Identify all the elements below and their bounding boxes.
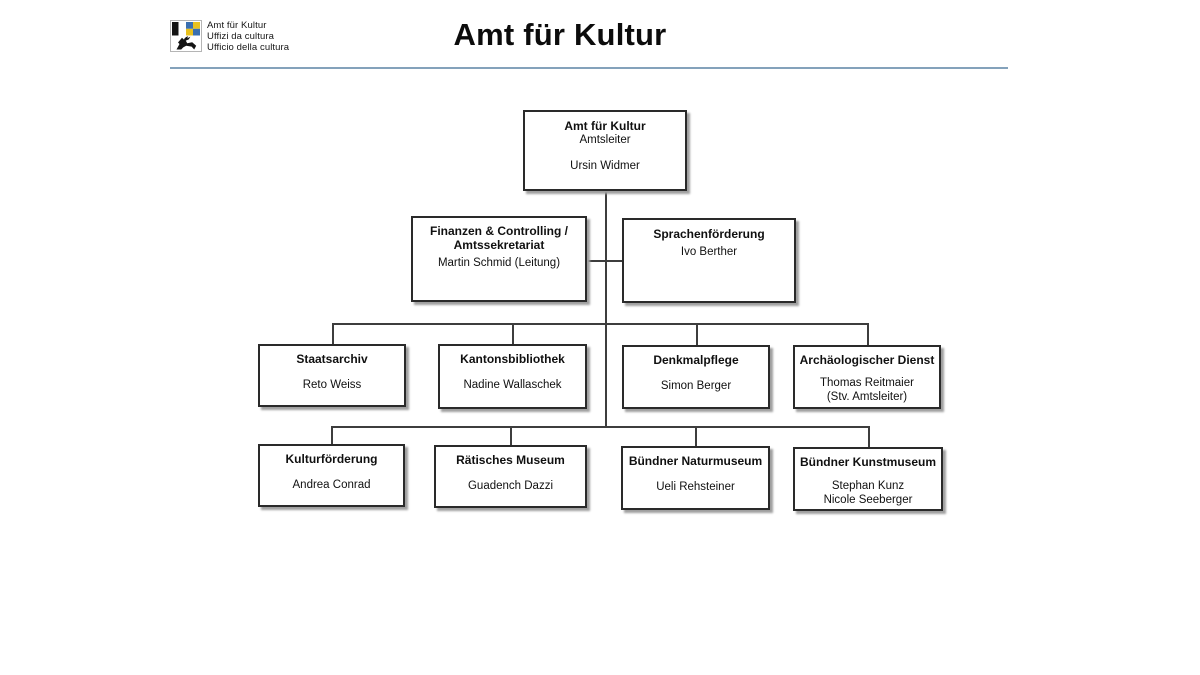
connector-line [867, 323, 869, 345]
org-node-names: Ivo Berther [680, 246, 738, 258]
connector-line [512, 323, 514, 344]
connector-line [696, 323, 698, 345]
org-node-title: Kulturförderung [285, 452, 378, 466]
connector-line [332, 323, 867, 325]
org-node-title: Denkmalpflege [653, 353, 739, 367]
org-node-subtitle: Amtsleiter [579, 134, 631, 146]
org-node-names: Andrea Conrad [292, 479, 371, 491]
org-node-names: Guadench Dazzi [467, 480, 554, 492]
connector-line [605, 191, 607, 427]
graubuenden-coat-of-arms-icon [170, 20, 202, 52]
org-node-names: Ursin Widmer [570, 160, 640, 172]
org-node-names: Thomas Reitmaier(Stv. Amtsleiter) [820, 377, 914, 403]
logo-line-de: Amt für Kultur [207, 20, 267, 31]
connector-line [332, 323, 334, 344]
logo-line-rm: Uffizi da cultura [207, 31, 274, 42]
logo-line-it: Ufficio della cultura [207, 42, 290, 53]
org-node-names: Nadine Wallaschek [463, 379, 562, 391]
org-node-names: Simon Berger [660, 380, 732, 392]
org-node-title: Sprachenförderung [653, 227, 765, 241]
logo-wordmark: Amt für Kultur Uffizi da cultura Ufficio… [207, 20, 289, 53]
org-node-title: Archäologischer Dienst [799, 353, 935, 367]
connector-line [587, 260, 622, 262]
org-node-title: Kantonsbibliothek [460, 352, 565, 366]
org-node-title: Staatsarchiv [296, 352, 368, 366]
connector-line [695, 426, 697, 446]
org-node-names: Martin Schmid (Leitung) [437, 257, 561, 269]
org-node-title: Rätisches Museum [456, 453, 565, 467]
org-node-title: Amt für Kultur [564, 119, 646, 133]
connector-line [510, 426, 512, 445]
org-node-title: Bündner Naturmuseum [628, 454, 763, 468]
connector-line [868, 426, 870, 447]
org-node-title: Bündner Kunstmuseum [799, 455, 936, 469]
org-node-names: Reto Weiss [302, 379, 362, 391]
org-node-names: Ueli Rehsteiner [656, 481, 735, 493]
connector-line [331, 426, 333, 444]
page-title: Amt für Kultur [453, 17, 667, 52]
connector-line [331, 426, 868, 428]
header-divider [170, 67, 1008, 69]
org-node-title: Finanzen & Controlling /Amtssekretariat [430, 224, 568, 252]
